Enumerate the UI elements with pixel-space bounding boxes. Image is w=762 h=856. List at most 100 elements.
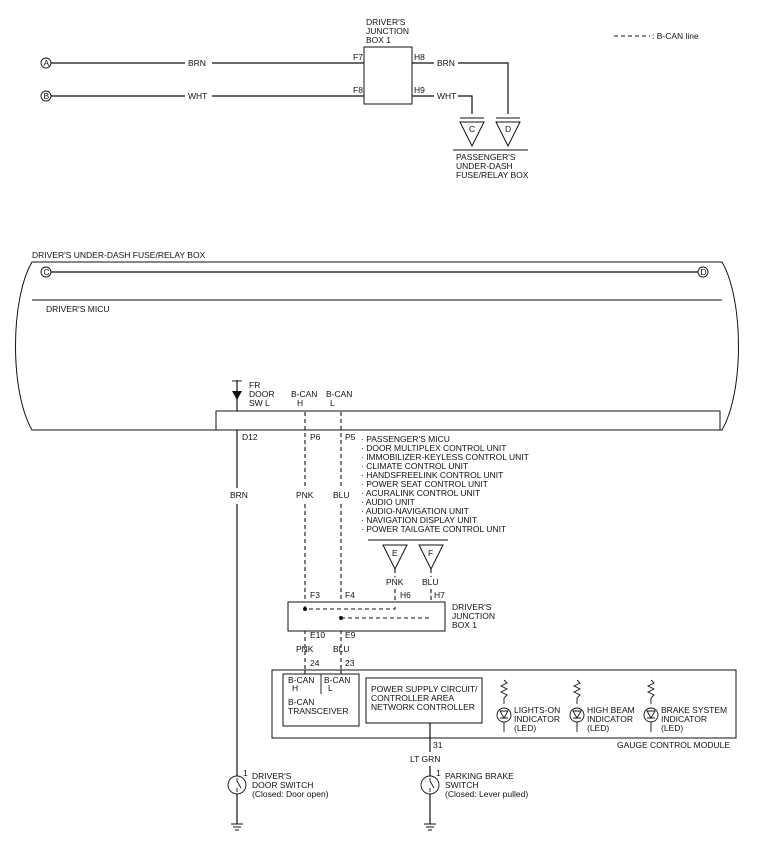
micu-pins: FR DOOR SW L B-CAN H B-CAN L D12 P6 P5 ·…: [230, 380, 529, 776]
psc-2: CONTROLLER AREA: [371, 693, 454, 703]
connector-d-label: D: [505, 124, 511, 134]
brake-switch-3: (Closed: Lever pulled): [445, 789, 528, 799]
djb-title-2: JUNCTION: [366, 26, 409, 36]
led-lights-on: LIGHTS-ON INDICATOR (LED): [496, 679, 560, 733]
resistor-high-beam-icon: [572, 679, 582, 704]
fuse-box-label: DRIVER'S UNDER-DASH FUSE/RELAY BOX: [32, 250, 206, 260]
pin-f4: F4: [345, 590, 355, 600]
pin-h8: H8: [414, 52, 425, 62]
brake-switch-pin: 1: [436, 768, 441, 778]
door-switch-2: DOOR SWITCH: [252, 780, 313, 790]
legend-label: : B-CAN line: [652, 31, 699, 41]
ind-high-2: INDICATOR: [587, 714, 633, 724]
bcan-h-label-1: B-CAN: [291, 389, 317, 399]
unit-5: · HANDSFREELINK CONTROL UNIT: [361, 470, 503, 480]
ind-lights-1: LIGHTS-ON: [514, 705, 560, 715]
passenger-box-1: PASSENGER'S: [456, 152, 516, 162]
resistor-lights-on-icon: [499, 679, 509, 704]
legend: : B-CAN line: [614, 31, 699, 41]
transceiver-l-1: B-CAN: [324, 675, 350, 685]
djb-lower-label-1: DRIVER'S: [452, 602, 492, 612]
splice-blu: [339, 616, 343, 620]
wire-wht-to-c: [458, 95, 473, 114]
djb-title-1: DRIVER'S: [366, 17, 406, 27]
unit-3: · IMMOBILIZER-KEYLESS CONTROL UNIT: [361, 452, 529, 462]
pin-h6: H6: [400, 590, 411, 600]
door-switch-3: (Closed: Door open): [252, 789, 329, 799]
wire-blu-lower-label: BLU: [333, 644, 350, 654]
door-switch-contact-icon: [236, 778, 242, 792]
lower-junction-box: F3 F4 H6 H7 DRIVER'S JUNCTION BOX 1 E10 …: [287, 590, 495, 668]
unit-9: · AUDIO-NAVIGATION UNIT: [361, 506, 469, 516]
unit-11: · POWER TAILGATE CONTROL UNIT: [361, 524, 506, 534]
wire-wht-out-label: WHT: [437, 91, 456, 101]
ind-brake-2: INDICATOR: [661, 714, 707, 724]
unit-4: · CLIMATE CONTROL UNIT: [361, 461, 468, 471]
ground-brake-icon: [424, 823, 436, 831]
transceiver-h-1: B-CAN: [288, 675, 314, 685]
pin-23: 23: [345, 658, 355, 668]
djb-title-3: BOX 1: [366, 35, 391, 45]
unit-2: · DOOR MULTIPLEX CONTROL UNIT: [361, 443, 506, 453]
pin-f3: F3: [310, 590, 320, 600]
ind-high-3: (LED): [587, 723, 609, 733]
bottom-switches: 31 LT GRN 1 DRIVER'S DOOR SWITCH (Closed…: [227, 738, 528, 831]
passenger-box-3: FUSE/RELAY BOX: [456, 170, 529, 180]
psc-1: POWER SUPPLY CIRCUIT/: [371, 684, 478, 694]
wire-brn-out-label: BRN: [437, 58, 455, 68]
ind-brake-1: BRAKE SYSTEM: [661, 705, 727, 715]
transceiver-h-2: H: [292, 683, 298, 693]
unit-7: · ACURALINK CONTROL UNIT: [361, 488, 480, 498]
fuse-box-outline: [15, 261, 739, 431]
pin-p6: P6: [310, 432, 321, 442]
djb-lower-box: [287, 601, 446, 632]
connector-b-label: B: [44, 91, 50, 101]
unit-10: · NAVIGATION DISPLAY UNIT: [361, 515, 477, 525]
pin-h9: H9: [414, 85, 425, 95]
psc-box: [365, 677, 483, 724]
gauge-control-module: B-CAN H B-CAN L B-CAN TRANSCEIVER POWER …: [271, 669, 737, 750]
connector-f-triangle: [418, 544, 444, 571]
micu-connector-strip: [215, 410, 721, 431]
bcan-l-label-2: L: [330, 398, 335, 408]
wire-wht-b-label: WHT: [188, 91, 207, 101]
pin-p5: P5: [345, 432, 356, 442]
bcan-l-label-1: B-CAN: [326, 389, 352, 399]
unit-6: · POWER SEAT CONTROL UNIT: [361, 479, 488, 489]
connector-c-triangle: [459, 121, 485, 148]
door-switch-1: DRIVER'S: [252, 771, 292, 781]
pin-d12: D12: [242, 432, 258, 442]
top-section: A B BRN WHT DRIVER'S JUNCTION BOX 1 F7 F…: [40, 17, 529, 180]
connector-e-triangle: [382, 544, 408, 571]
conn-d-mid: [697, 266, 709, 278]
unit-1: · PASSENGER'S MICU: [361, 434, 450, 444]
fr-door-arrow: [232, 391, 242, 400]
connector-e-label: E: [392, 548, 398, 558]
fr-door-label-3: SW L: [249, 398, 270, 408]
connector-d-triangle: [495, 121, 521, 148]
pin-31: 31: [433, 740, 443, 750]
pin-e9: E9: [345, 630, 356, 640]
diode-brake-icon: [646, 710, 656, 719]
wire-blu-f-label: BLU: [422, 577, 439, 587]
led-brake-system: BRAKE SYSTEM INDICATOR (LED): [643, 679, 727, 733]
door-switch-pin: 1: [243, 768, 248, 778]
diode-lights-on-icon: [499, 710, 509, 719]
conn-d-mid-label: D: [701, 267, 707, 277]
connector-a-label: A: [44, 58, 50, 68]
connector-f-label: F: [428, 548, 433, 558]
fuse-box-band: DRIVER'S UNDER-DASH FUSE/RELAY BOX C D D…: [15, 250, 739, 431]
transceiver-name-1: B-CAN: [288, 697, 314, 707]
wire-pnk-label: PNK: [296, 490, 314, 500]
pin-f8: F8: [353, 85, 363, 95]
djb-lower-label-2: JUNCTION: [452, 611, 495, 621]
pin-e10: E10: [310, 630, 325, 640]
diode-high-beam-icon: [572, 710, 582, 719]
unit-8: · AUDIO UNIT: [361, 497, 415, 507]
wire-brn-to-d: [458, 62, 509, 114]
micu-label: DRIVER'S MICU: [46, 304, 110, 314]
connector-c-label: C: [469, 124, 475, 134]
wire-blu-label: BLU: [333, 490, 350, 500]
